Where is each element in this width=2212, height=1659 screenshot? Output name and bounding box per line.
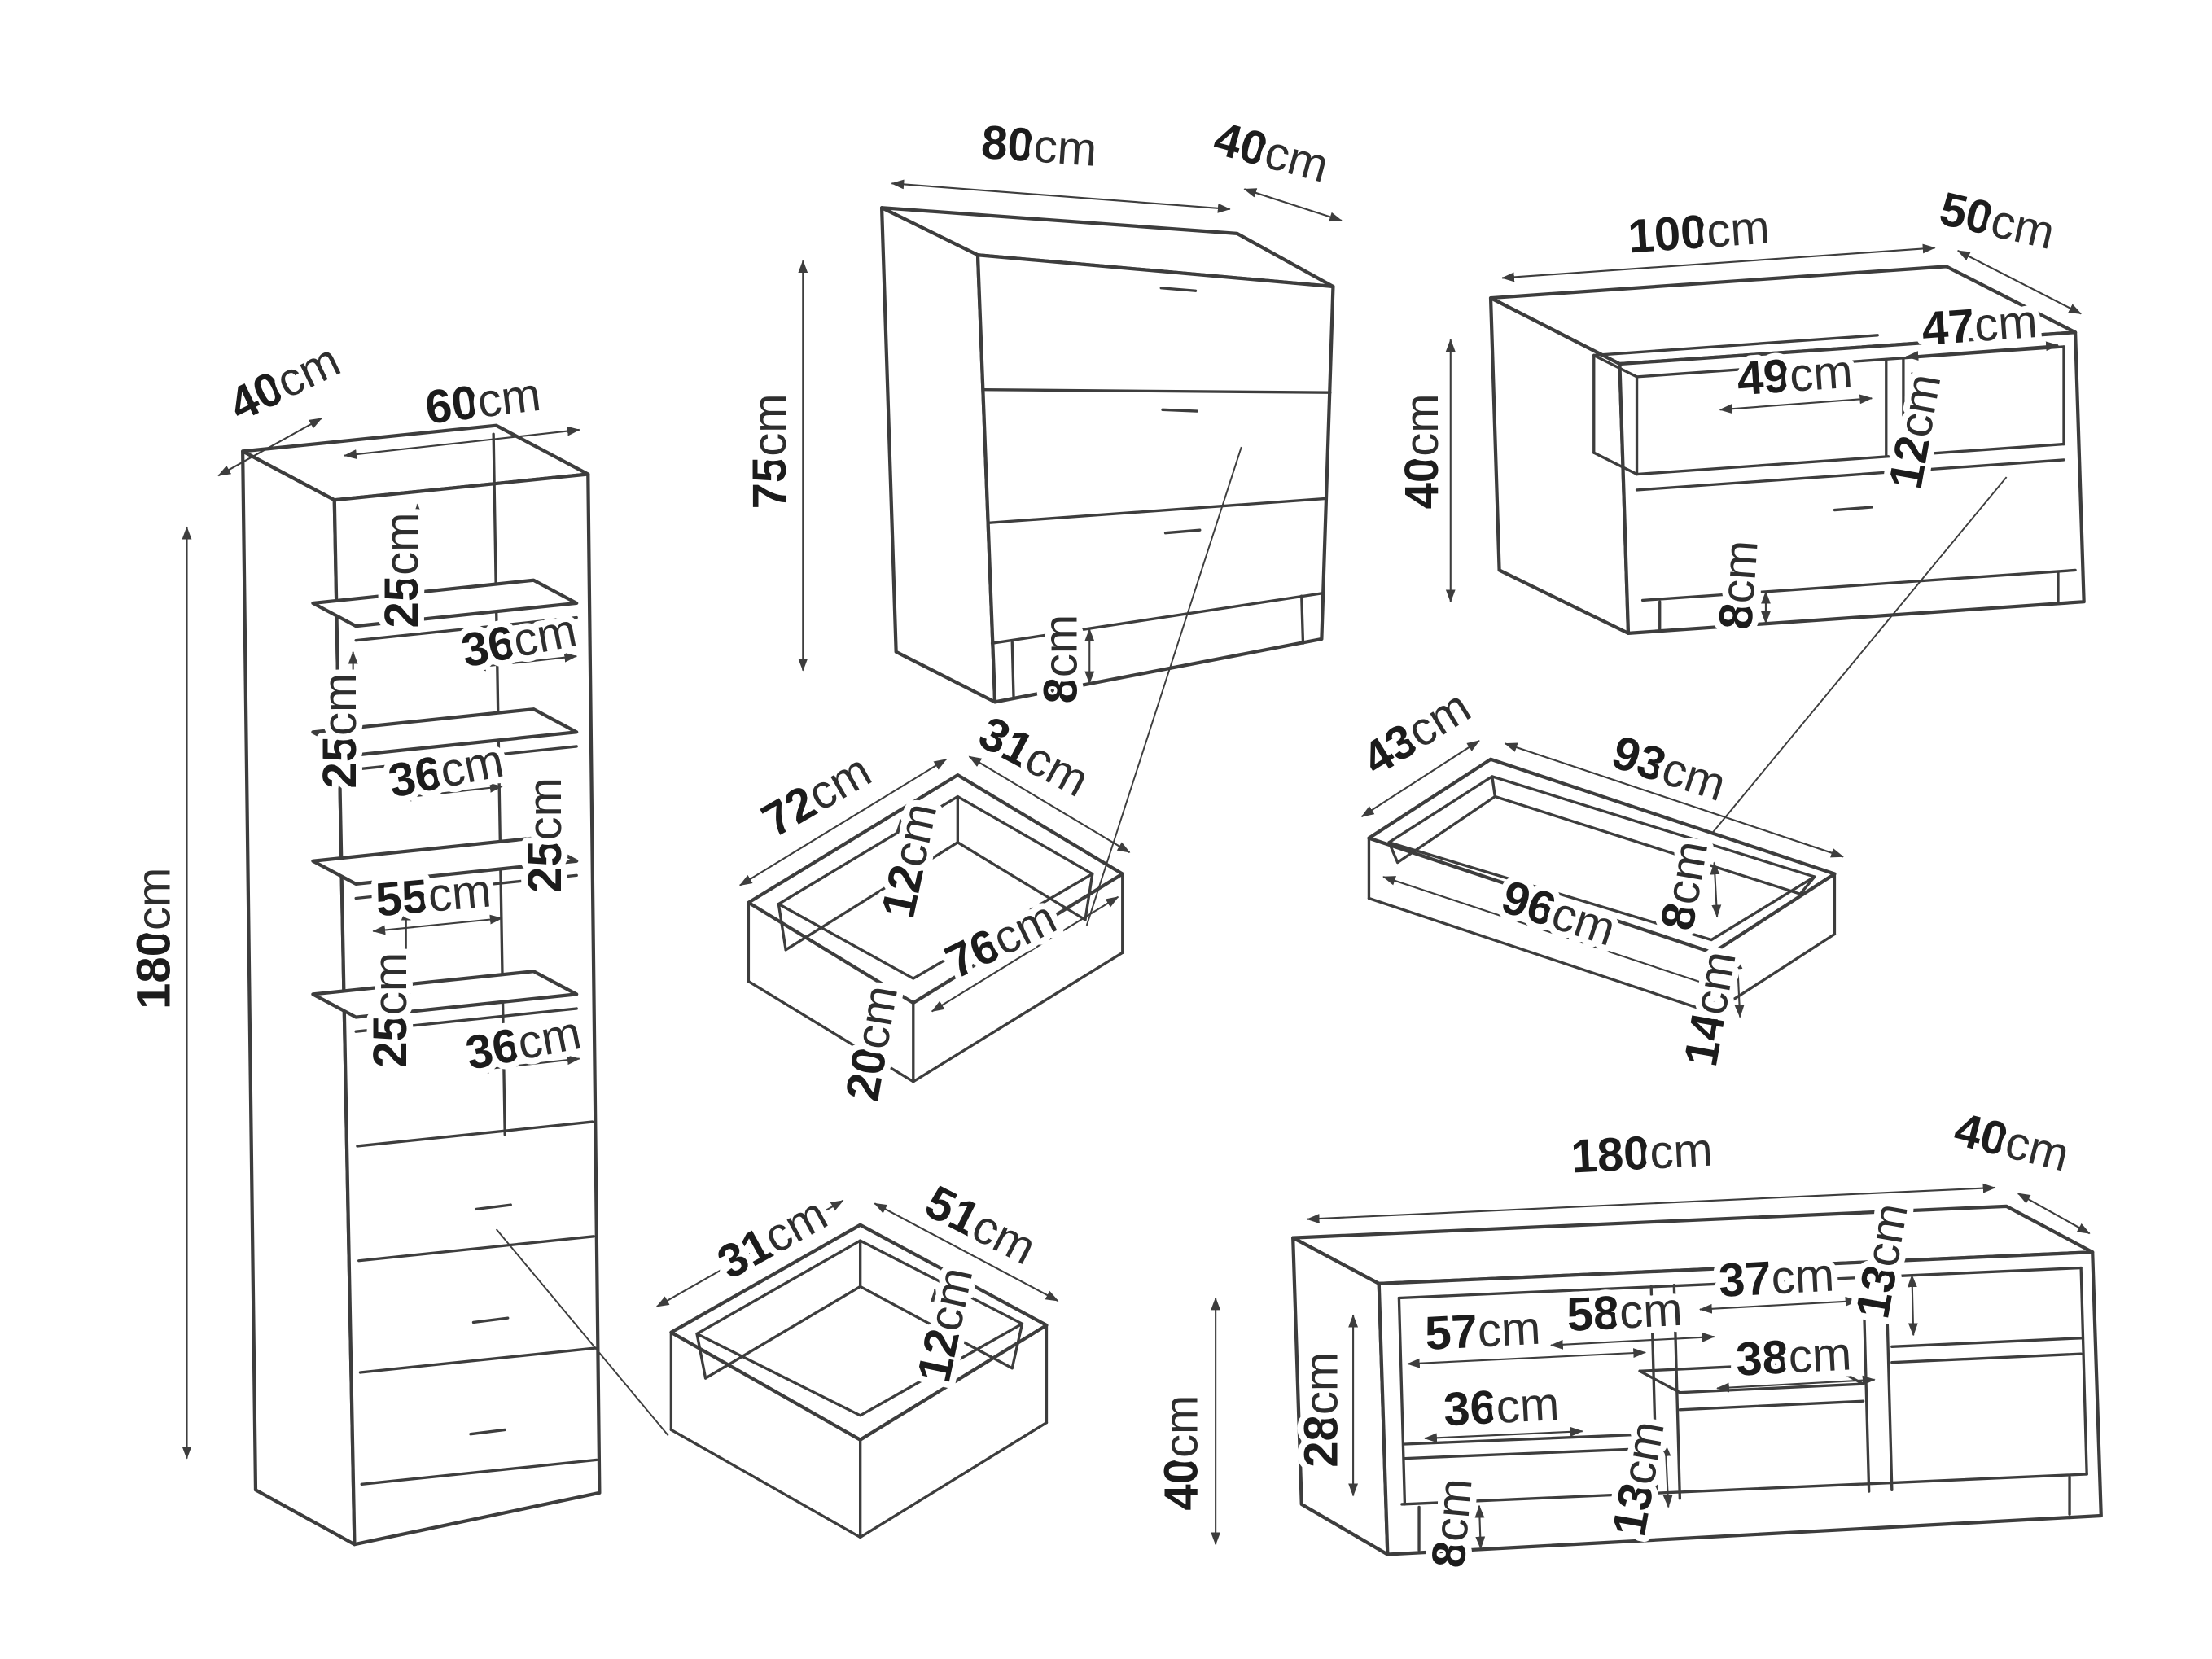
tv-stand-large-dimension-lines [1211,1183,2091,1550]
dim-tv-stand-large-niche-3: 37cm [1717,1249,1835,1307]
dim-tall-cabinet-inner-width: 55cm [374,864,493,926]
dim-tv-stand-small-width: 100cm [1626,201,1771,264]
tall-cabinet-drawers [356,1120,598,1486]
dim-chest-width: 80cm [979,116,1098,177]
dim-tv-stand-small-niche-right: 47cm [1920,295,2039,356]
dim-tv-stand-large-inner-height: 28cm [1295,1352,1348,1468]
dim-chest-plinth-height: 8cm [1034,615,1087,704]
dim-tv-stand-large-niche-1: 57cm [1424,1302,1542,1360]
drawer-handle-icon [471,1316,510,1324]
dimension-labels: 40cm 60cm 180cm 25cm 36cm 25cm 36cm 25cm… [120,105,2080,1576]
tall-cabinet-drawing [182,417,602,1547]
chest-dimension-lines [798,179,1343,685]
dim-tv-stand-small-height: 40cm [1395,393,1448,509]
chest-of-drawers-drawing [798,179,1343,704]
tv-stand-small-dimension-lines [1445,243,2083,624]
dim-tv-stand-large-height: 40cm [1154,1395,1207,1511]
dim-underbed-outer-height: 14cm [1674,948,1746,1070]
dim-tall-cabinet-height: 180cm [127,868,180,1009]
dim-tall-cabinet-width: 60cm [423,368,544,435]
drawer-handle-icon [1161,408,1198,413]
drawer-small-drawing [655,1199,1059,1539]
dim-tv-stand-small-niche-left: 49cm [1735,345,1854,406]
dim-chest-height: 75cm [743,393,796,509]
leader-line-tvstand-to-underbed-drawer [1712,476,2008,834]
dim-tall-cabinet-depth: 40cm [221,334,348,432]
drawer-large-drawing [738,755,1131,1083]
underbed-drawer-drawing [1360,739,1844,1018]
dim-tall-cabinet-shelf-gap-4: 25cm [364,952,417,1068]
drawer-handle-icon [469,1428,506,1436]
dim-tv-stand-large-shelf-2: 38cm [1735,1327,1853,1385]
leader-line-cabinet-to-small-drawer [495,1228,669,1437]
dim-tv-stand-small-niche-height: 12cm [1879,370,1951,492]
dim-chest-depth: 40cm [1209,112,1334,193]
tv-stand-large-details [1397,1266,2088,1552]
drawer-handle-icon [475,1203,512,1211]
drawer-handle-icon [1163,528,1202,535]
dim-tv-stand-small-plinth-height: 8cm [1709,538,1767,631]
leader-line-chest-to-large-drawer [1085,446,1242,926]
underbed-drawer-dimension-lines [1360,739,1844,1018]
drawer-handle-icon [1159,287,1198,292]
chest-front-face [975,253,1335,704]
dim-tall-cabinet-shelf-gap-2: 25cm [313,673,366,789]
dim-tv-stand-small-depth: 50cm [1935,182,2060,260]
drawer-handle-icon [1833,506,1873,512]
tv-stand-small-drawing [1445,243,2086,636]
dim-drawer-large-front-height: 20cm [836,982,909,1105]
drawer-large-dimension-lines [738,755,1131,1079]
tv-stand-small-details [1592,334,2077,633]
dim-tall-cabinet-shelf-gap-1: 25cm [375,512,428,628]
chest-drawers [982,287,1332,698]
dim-underbed-depth: 43cm [1353,680,1479,786]
dim-tv-stand-large-depth: 40cm [1949,1102,2074,1181]
dim-tv-stand-large-niche-2: 58cm [1566,1283,1684,1342]
dim-tall-cabinet-shelf-gap-3: 25cm [519,777,572,893]
tv-stand-large-front-face [1377,1250,2103,1556]
drawer-small-dimension-lines [655,1199,1059,1350]
tv-stand-large-drawing [1211,1183,2103,1556]
tall-cabinet-shelves [311,432,579,1136]
tall-cabinet-dimension-lines [182,417,580,1460]
dim-drawer-large-side-width: 72cm [753,744,879,847]
dim-tv-stand-large-plinth-height: 8cm [1421,1476,1482,1569]
dim-tv-stand-large-width: 180cm [1570,1123,1714,1184]
dim-drawer-large-side-depth: 31cm [970,707,1097,808]
dim-tv-stand-large-shelf-1: 36cm [1442,1377,1560,1436]
